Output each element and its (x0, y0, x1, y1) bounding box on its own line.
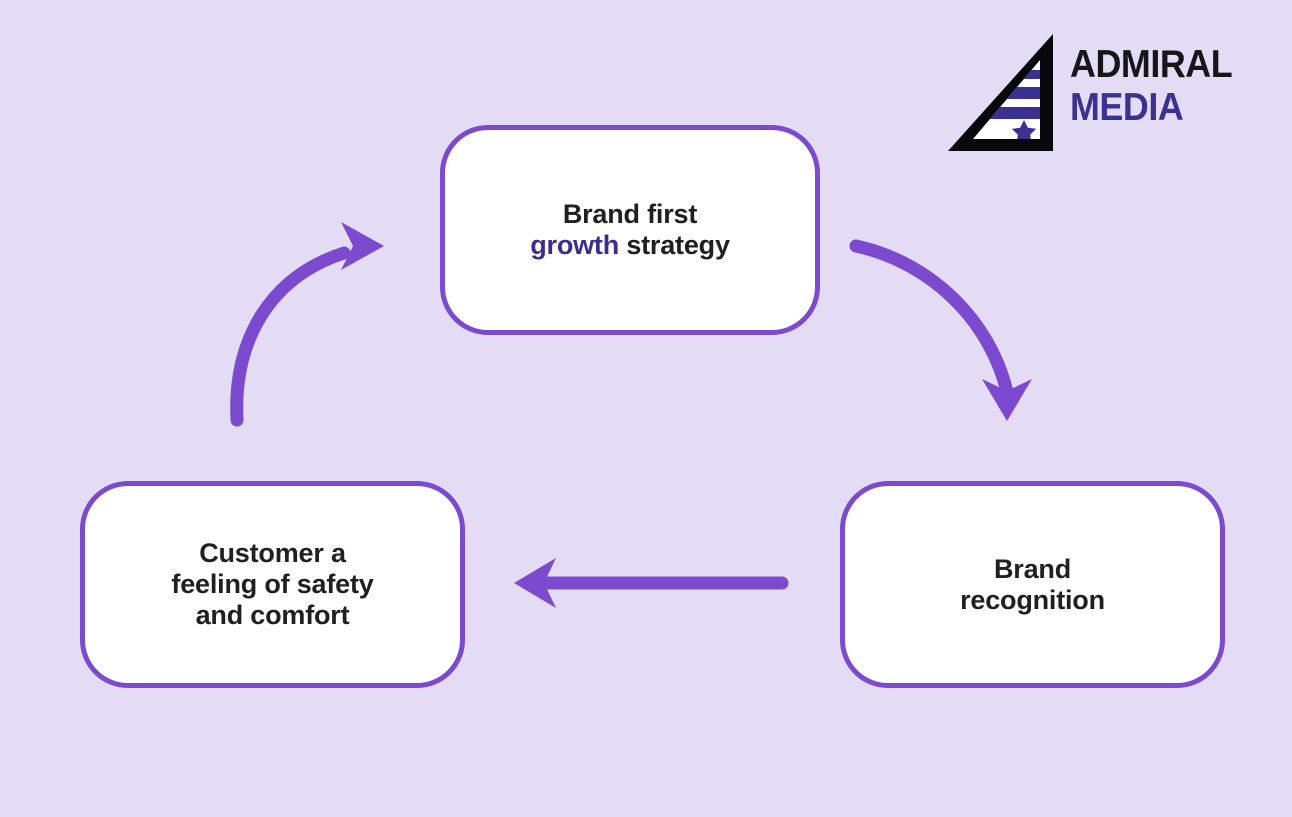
node-top-line1: Brand first (562, 199, 698, 229)
node-bottom-right-line1: Brand (993, 553, 1071, 584)
node-brand-first-growth-strategy-text: Brand first growth strategy (530, 199, 730, 261)
arrow-brand-recognition-to-customer (514, 558, 789, 608)
arrow-customer-to-top (230, 222, 384, 427)
node-bottom-left-line2: feeling of safety (171, 569, 374, 599)
logo-text-admiral: ADMIRAL (1070, 43, 1233, 86)
node-bottom-right-line2: recognition (960, 584, 1105, 615)
admiral-media-wordmark: ADMIRAL MEDIA (1070, 44, 1256, 144)
node-customer-feeling-of-safety[interactable]: Customer a feeling of safety and comfort (80, 481, 465, 688)
node-brand-recognition-text: Brand recognition (960, 554, 1105, 616)
node-customer-feeling-of-safety-text: Customer a feeling of safety and comfort (171, 538, 373, 631)
node-bottom-left-line3: and comfort (195, 600, 350, 630)
node-brand-first-growth-strategy[interactable]: Brand first growth strategy (440, 125, 820, 335)
logo-text-media: MEDIA (1070, 86, 1184, 129)
node-bottom-left-line1: Customer a (199, 538, 346, 568)
node-brand-recognition[interactable]: Brand recognition (840, 481, 1225, 688)
admiral-media-logo: ADMIRAL MEDIA (946, 28, 1256, 156)
arrow-top-to-brand-recognition (849, 239, 1032, 421)
node-top-line2-rest: strategy (619, 230, 730, 260)
admiral-triangle-sail-icon (948, 34, 1053, 151)
node-top-accent-growth: growth (530, 230, 620, 260)
